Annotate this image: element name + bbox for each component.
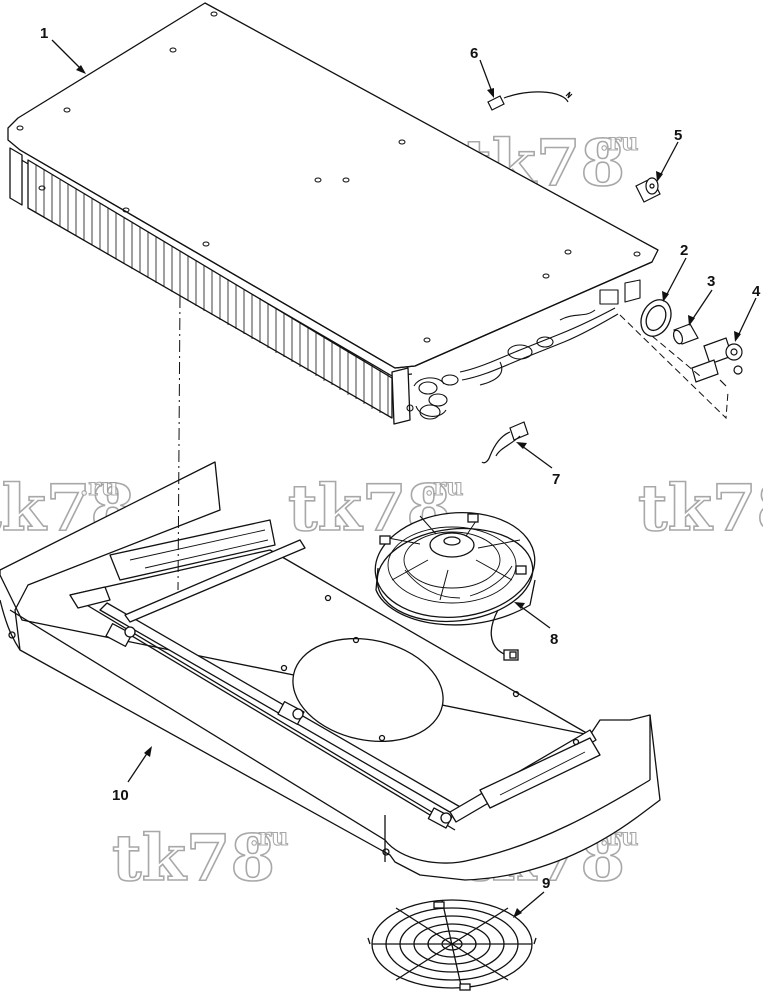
coil-right-bracket xyxy=(391,367,411,425)
svg-text:10: 10 xyxy=(112,787,129,804)
callout-4: 4 xyxy=(734,283,761,342)
svg-text:2: 2 xyxy=(680,242,688,259)
coil-tube-bends xyxy=(406,374,459,420)
expansion-valve xyxy=(691,337,743,387)
base-rail xyxy=(124,539,306,623)
coil-fin-face xyxy=(27,159,393,419)
svg-text:4: 4 xyxy=(752,283,761,300)
base-rail xyxy=(69,586,111,609)
sensor-clip xyxy=(635,177,661,203)
svg-text:.ru: .ru xyxy=(600,127,638,156)
callout-7: 7 xyxy=(516,442,560,488)
svg-text:3: 3 xyxy=(707,273,715,290)
callout-5: 5 xyxy=(656,127,682,182)
callout-10: 10 xyxy=(112,746,152,804)
svg-text:8: 8 xyxy=(550,631,558,648)
svg-text:6: 6 xyxy=(470,45,478,62)
callout-3: 3 xyxy=(688,273,715,326)
wiring-connector xyxy=(481,421,529,464)
svg-text:.ru: .ru xyxy=(80,472,118,501)
svg-text:1: 1 xyxy=(40,25,48,42)
watermark: tk78 xyxy=(637,470,763,547)
coil-plate-holes xyxy=(16,11,641,343)
svg-text:9: 9 xyxy=(542,875,550,892)
svg-text:tk78: tk78 xyxy=(638,471,763,546)
drain-pan-base xyxy=(0,461,661,881)
evaporator-coil-assembly xyxy=(7,2,659,425)
temperature-sensor xyxy=(487,91,573,111)
callout-2: 2 xyxy=(662,242,688,302)
coil-refrigerant-lines xyxy=(459,279,641,386)
svg-text:5: 5 xyxy=(674,127,682,144)
callout-1: 1 xyxy=(40,25,86,74)
svg-text:.ru: .ru xyxy=(425,472,463,501)
drain-pan-outline xyxy=(0,461,661,881)
watermark: tk78 .ru xyxy=(111,820,289,897)
svg-text:.ru: .ru xyxy=(250,822,288,851)
coil-left-bracket xyxy=(9,147,23,206)
svg-text:7: 7 xyxy=(552,471,560,488)
base-rail xyxy=(121,629,456,831)
callout-9: 9 xyxy=(513,875,550,918)
seal-ring xyxy=(640,299,672,337)
callout-6: 6 xyxy=(470,45,494,98)
callout-labels: 1 2 3 4 5 6 7 xyxy=(40,25,761,918)
fan-opening xyxy=(292,637,444,743)
fan-guard-grille xyxy=(367,899,537,991)
fan-motor-assembly xyxy=(374,511,536,661)
svg-text:tk78: tk78 xyxy=(112,821,275,896)
callout-8: 8 xyxy=(514,602,558,648)
fitting xyxy=(672,323,699,345)
coil-top-plate-edge xyxy=(19,149,653,369)
assembly-guide-lines xyxy=(619,314,729,420)
coil-fins xyxy=(35,165,389,416)
alignment-line xyxy=(177,295,181,591)
